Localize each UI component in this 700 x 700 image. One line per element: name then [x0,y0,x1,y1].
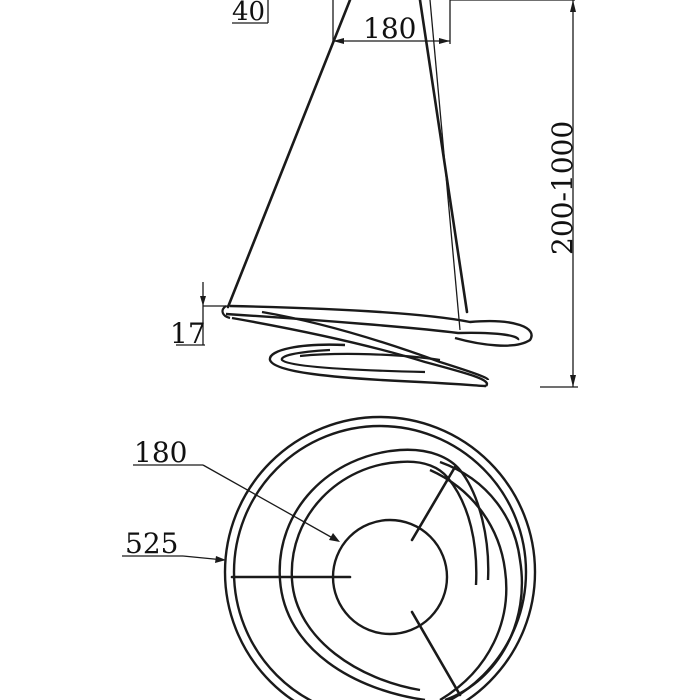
canopy-diameter-dimension: 180 [332,0,451,45]
inner-diameter-dimension: 180 [133,436,340,542]
suspension-length-label: 200-1000 [546,121,579,255]
inner-diameter-label: 180 [134,436,187,469]
suspension-length-dimension: 200-1000 [450,0,579,388]
spiral-ring-side [221,304,533,388]
top-view: 180 525 [122,415,537,700]
canopy-height-dimension: 40 [232,0,269,27]
suspension-cables [226,0,469,331]
outer-ring [223,415,537,700]
outer-diameter-label: 525 [125,527,178,560]
ring-thickness-label: 17 [170,317,206,350]
outer-diameter-dimension: 525 [122,527,226,563]
cable-spokes [230,465,462,697]
side-view: 40 180 17 [170,0,579,388]
canopy-diameter-label: 180 [363,12,416,45]
inner-spiral-ring [278,448,524,700]
canopy-height-label: 40 [232,0,265,27]
ring-thickness-dimension: 17 [170,282,232,350]
